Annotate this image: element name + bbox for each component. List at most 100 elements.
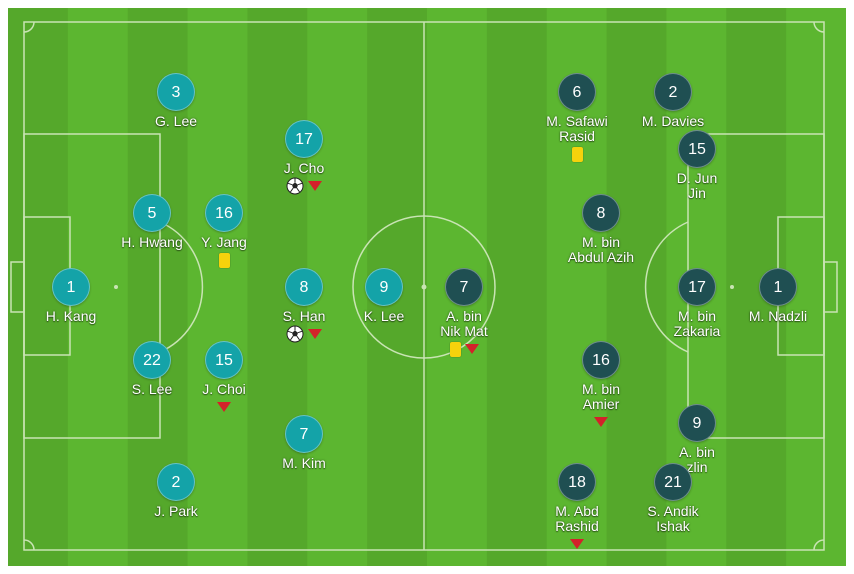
shirt-number: 5	[133, 194, 171, 232]
player-events	[613, 535, 733, 553]
shirt-number: 2	[654, 73, 692, 111]
player-name: K. Lee	[363, 308, 405, 324]
substitution-off-icon	[217, 402, 231, 412]
substitution-off-icon	[464, 344, 479, 354]
yellow-card-icon	[449, 341, 461, 357]
shirt-number: 21	[654, 463, 692, 501]
centre-spot	[421, 284, 427, 290]
pitch-stripe	[486, 8, 547, 566]
player-name: J. Park	[154, 503, 198, 519]
left-goal	[10, 261, 25, 313]
substitution-off-icon	[594, 417, 608, 427]
centre-circle	[352, 215, 496, 359]
shirt-number: 9	[678, 404, 716, 442]
player-events	[244, 177, 364, 195]
player-events	[517, 145, 637, 163]
player-name: H. Hwang	[121, 234, 183, 250]
player-home-5[interactable]: 5 H. Hwang	[92, 194, 212, 269]
corner-arc-top-right	[813, 21, 825, 33]
left-penalty-spot	[114, 285, 118, 289]
player-home-3[interactable]: 3 G. Lee	[116, 73, 236, 148]
player-home-22[interactable]: 22 S. Lee	[92, 341, 212, 416]
player-away-2[interactable]: 2 M. Davies	[613, 73, 733, 148]
player-home-8[interactable]: 8 S. Han	[244, 268, 364, 343]
shirt-number: 8	[582, 194, 620, 232]
player-home-7[interactable]: 7 M. Kim	[244, 415, 364, 490]
goal-ball-icon	[286, 325, 304, 343]
left-penalty-arc	[159, 221, 204, 353]
shirt-number: 1	[759, 268, 797, 306]
player-home-16[interactable]: 16 Y. Jang	[164, 194, 284, 269]
yellow-card-icon	[218, 252, 230, 268]
player-events	[718, 325, 838, 343]
right-penalty-spot	[730, 285, 734, 289]
player-name: G. Lee	[154, 113, 198, 129]
player-away-1[interactable]: 1 M. Nadzli	[718, 268, 838, 343]
player-events	[244, 472, 364, 490]
player-name: S. Han	[282, 308, 326, 324]
player-name: J. Choi	[202, 381, 246, 397]
player-events	[541, 413, 661, 431]
player-events	[164, 251, 284, 269]
player-name: H. Kang	[45, 308, 97, 324]
player-name: J. Cho	[283, 160, 325, 176]
right-penalty-arc	[644, 221, 689, 353]
right-goal	[823, 261, 838, 313]
shirt-number: 1	[52, 268, 90, 306]
shirt-number: 17	[678, 268, 716, 306]
shirt-number: 22	[133, 341, 171, 379]
shirt-number: 16	[205, 194, 243, 232]
player-home-1[interactable]: 1 H. Kang	[11, 268, 131, 343]
player-name: M. Kim	[282, 455, 326, 471]
player-events	[116, 130, 236, 148]
player-events	[517, 535, 637, 553]
shirt-number: 9	[365, 268, 403, 306]
player-name: M. Nadzli	[748, 308, 808, 324]
player-events	[637, 202, 757, 220]
player-name: M. Davies	[641, 113, 705, 129]
substitution-off-icon	[308, 181, 322, 191]
shirt-number: 6	[558, 73, 596, 111]
substitution-off-icon	[308, 329, 322, 339]
corner-arc-bottom-left	[23, 539, 35, 551]
player-home-15[interactable]: 15 J. Choi	[164, 341, 284, 416]
yellow-card-icon	[571, 146, 583, 162]
shirt-number: 18	[558, 463, 596, 501]
player-events	[244, 325, 364, 343]
substitution-off-icon	[570, 539, 584, 549]
player-home-2[interactable]: 2 J. Park	[116, 463, 236, 538]
shirt-number: 15	[205, 341, 243, 379]
corner-arc-bottom-right	[813, 539, 825, 551]
pitch-markings	[10, 21, 838, 551]
player-events	[164, 398, 284, 416]
player-name: S. Lee	[131, 381, 173, 397]
corner-arc-top-left	[23, 21, 35, 33]
player-home-9[interactable]: 9 K. Lee	[324, 268, 444, 343]
goal-ball-icon	[286, 177, 304, 195]
shirt-number: 16	[582, 341, 620, 379]
player-name: Y. Jang	[201, 234, 247, 250]
shirt-number: 15	[678, 130, 716, 168]
player-events	[404, 340, 524, 358]
player-events	[116, 520, 236, 538]
shirt-number: 7	[285, 415, 323, 453]
shirt-number: 17	[285, 120, 323, 158]
player-home-17[interactable]: 17 J. Cho	[244, 120, 364, 195]
